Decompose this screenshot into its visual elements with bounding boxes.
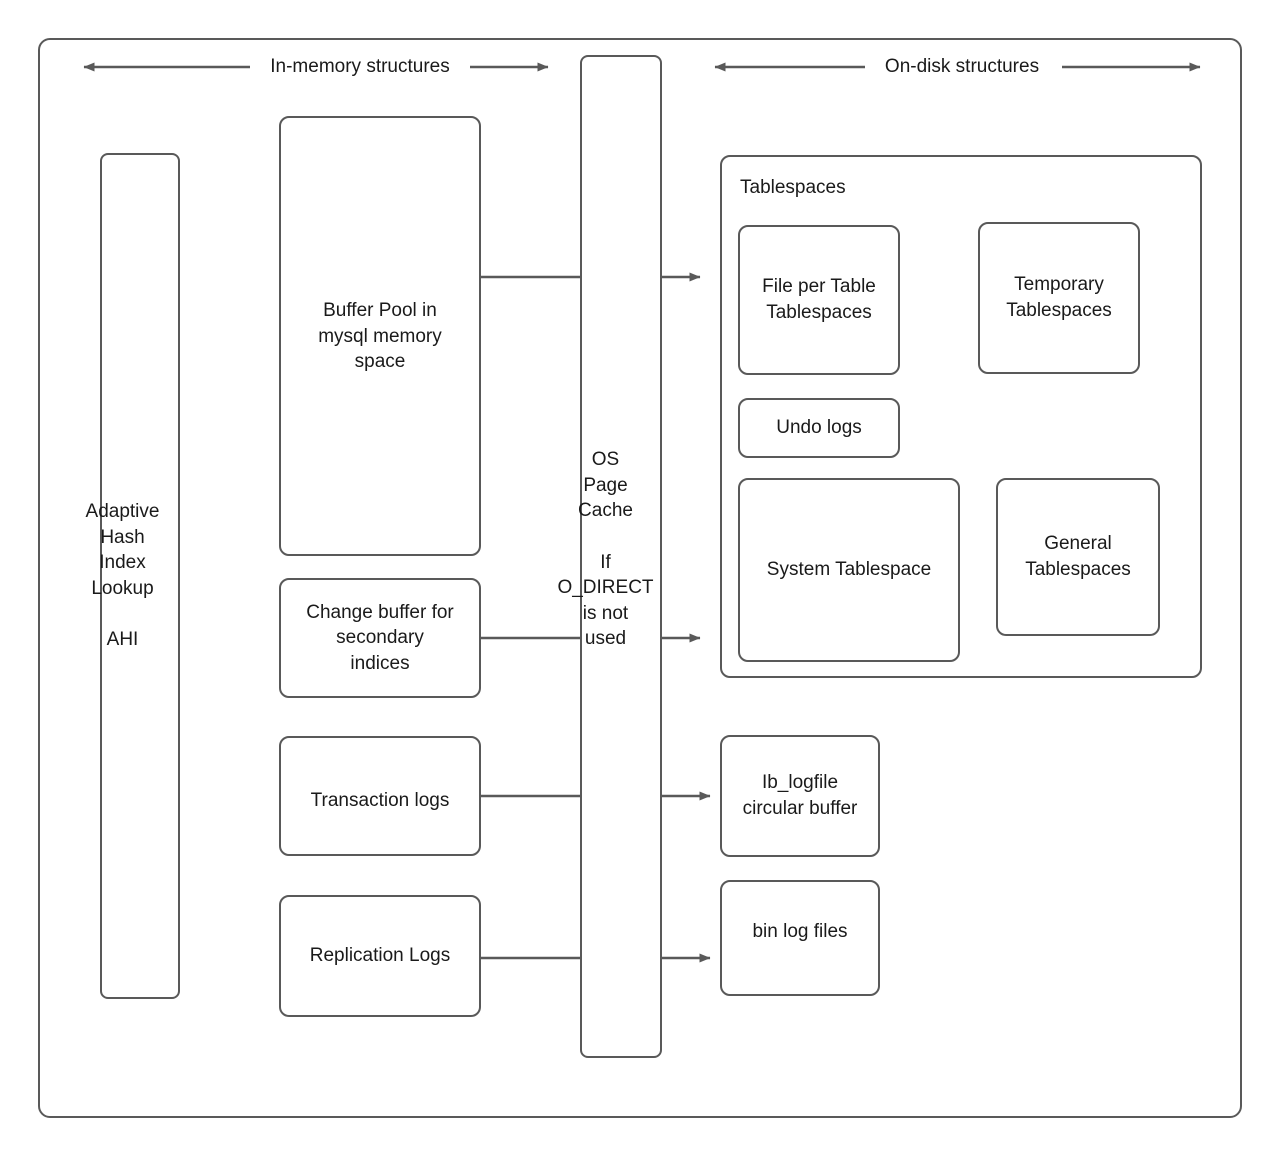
undo-logs-box[interactable]: Undo logs [738, 398, 900, 458]
os-page-cache-box[interactable]: OS Page Cache If O_DIRECT is not used [557, 55, 662, 1058]
header-label-in-memory: In-memory structures [270, 56, 450, 77]
system-tablespace-label: System Tablespace [766, 559, 932, 581]
replication-logs-box[interactable]: Replication Logs [279, 895, 481, 1017]
buffer-pool-label: Buffer Pool in mysql memory space [318, 300, 442, 373]
adaptive-hash-index-label: Adaptive Hash Index Lookup AHI [85, 501, 160, 651]
transaction-logs-box[interactable]: Transaction logs [279, 736, 481, 856]
os-page-cache-label: OS Page Cache If O_DIRECT is not used [557, 449, 654, 650]
general-tablespaces-label: General Tablespaces [1025, 533, 1131, 580]
general-tablespaces-box[interactable]: General Tablespaces [996, 478, 1160, 636]
buffer-pool-box[interactable]: Buffer Pool in mysql memory space [279, 116, 481, 556]
tablespaces-group-title: Tablespaces [740, 177, 846, 198]
ib-logfile-box[interactable]: Ib_logfile circular buffer [720, 735, 880, 857]
system-tablespace-box[interactable]: System Tablespace [738, 478, 960, 662]
change-buffer-box[interactable]: Change buffer for secondary indices [279, 578, 481, 698]
transaction-logs-label: Transaction logs [310, 790, 450, 811]
outer-frame [38, 38, 1242, 1118]
bin-log-files-label: bin log files [752, 921, 848, 942]
header-label-on-disk: On-disk structures [884, 56, 1040, 77]
temporary-tablespaces-label: Temporary Tablespaces [1006, 274, 1112, 321]
file-per-table-tablespaces-box[interactable]: File per Table Tablespaces [738, 225, 900, 375]
replication-logs-label: Replication Logs [309, 945, 451, 967]
change-buffer-label: Change buffer for secondary indices [306, 601, 454, 674]
bin-log-files-box[interactable]: bin log files [720, 880, 880, 996]
file-per-table-tablespaces-label: File per Table Tablespaces [762, 276, 876, 323]
adaptive-hash-index-box[interactable]: Adaptive Hash Index Lookup AHI [86, 153, 180, 999]
undo-logs-label: Undo logs [776, 417, 862, 439]
temporary-tablespaces-box[interactable]: Temporary Tablespaces [978, 222, 1140, 374]
ib-logfile-label: Ib_logfile circular buffer [742, 772, 858, 819]
